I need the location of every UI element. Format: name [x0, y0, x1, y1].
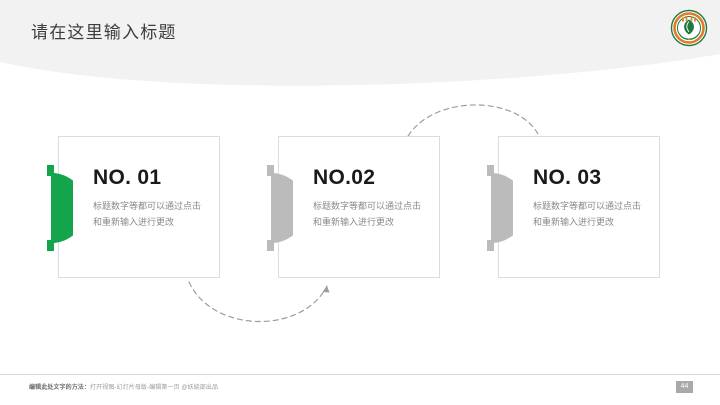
page-number-badge: 44	[676, 381, 693, 393]
card-title: NO.02	[313, 166, 376, 189]
card-body-text: 标题数字等都可以通过点击和重新输入进行更改	[313, 201, 422, 227]
half-disc-accent-green	[47, 165, 73, 251]
card-title: NO. 01	[93, 166, 162, 189]
info-card-3[interactable]: NO. 03 标题数字等都可以通过点击和重新输入进行更改	[487, 136, 660, 278]
card-body-text: 标题数字等都可以通过点击和重新输入进行更改	[533, 201, 642, 227]
footer-note: 编辑此处文字的方法：打开视图-幻灯片母版-编辑第一页 @妖娆部出品	[29, 382, 218, 391]
footer-note-label: 编辑此处文字的方法：	[29, 385, 91, 391]
info-card-2[interactable]: NO.02 标题数字等都可以通过点击和重新输入进行更改	[267, 136, 440, 278]
header-band	[0, 0, 720, 92]
half-disc-accent-gray	[267, 165, 293, 251]
footer-note-instructions: 打开视图-幻灯片母版-编辑第一页 @妖娆部出品	[90, 385, 219, 391]
card-title: NO. 03	[533, 166, 602, 189]
dashed-arrow-down	[185, 276, 335, 342]
school-emblem-logo	[670, 9, 708, 47]
info-card-1[interactable]: NO. 01 标题数字等都可以通过点击和重新输入进行更改	[47, 136, 220, 278]
page-title: 请在这里输入标题	[31, 23, 177, 42]
card-body-text: 标题数字等都可以通过点击和重新输入进行更改	[93, 201, 202, 227]
footer-divider	[0, 374, 720, 375]
half-disc-accent-gray	[487, 165, 513, 251]
